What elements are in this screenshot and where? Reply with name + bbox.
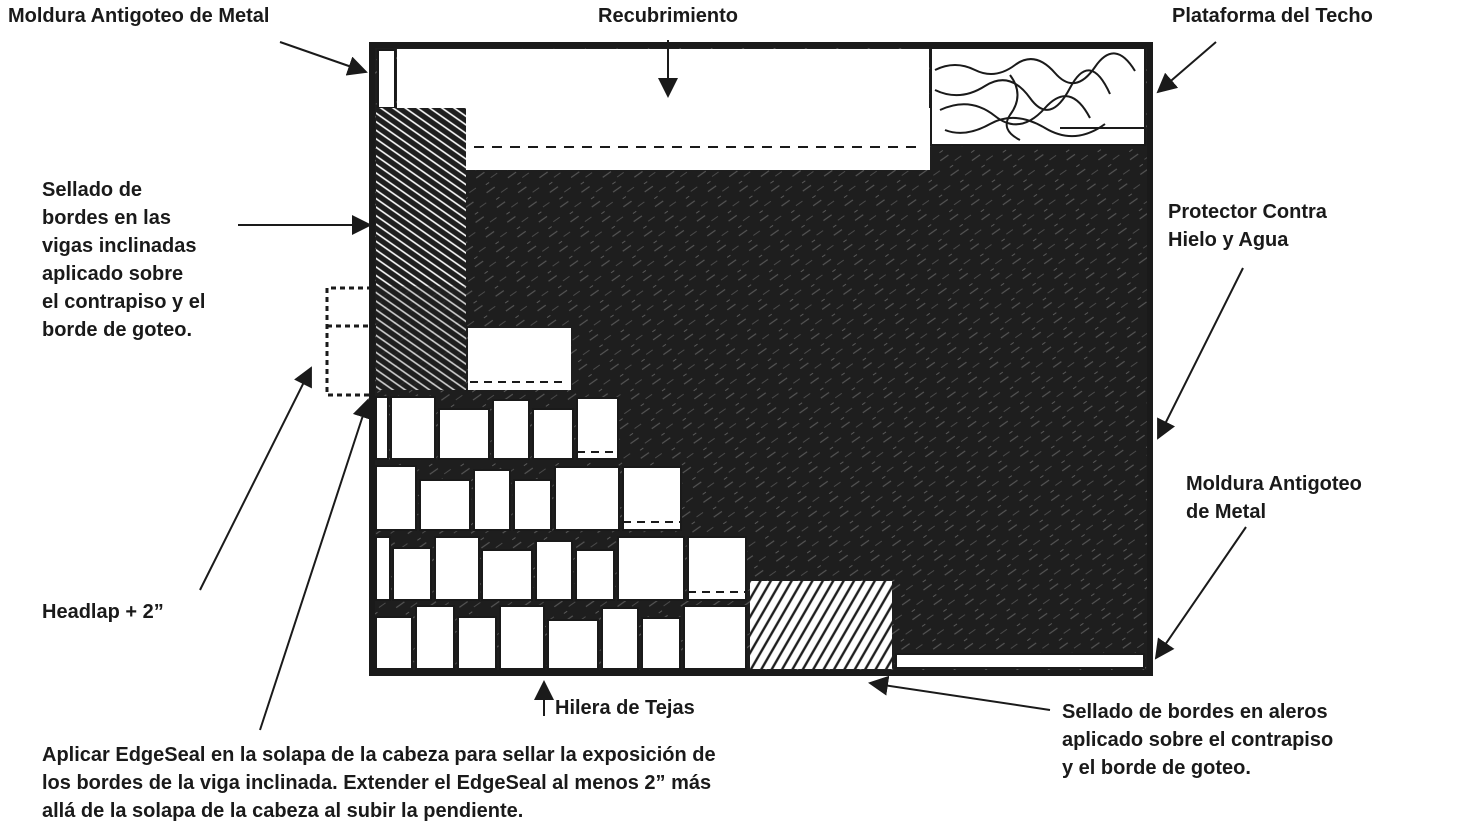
label-rake-seal: Sellado de bordes en las vigas inclinada… xyxy=(42,179,206,341)
arrow-drip-edge-bottom xyxy=(1154,526,1247,660)
label-roof-deck: Plataforma del Techo xyxy=(1172,5,1373,27)
label-drip-edge-top: Moldura Antigoteo de Metal xyxy=(8,5,270,27)
shingle-courses xyxy=(375,396,747,670)
label-drip-edge-bottom: Moldura Antigoteo de Metal xyxy=(1186,473,1362,523)
drip-edge-top-strip xyxy=(377,49,396,109)
arrow-roof-deck xyxy=(1156,41,1217,94)
underlayment-sheet-lower xyxy=(468,108,930,170)
arrow-eave-seal xyxy=(868,675,1051,711)
arrow-instruction xyxy=(259,398,372,731)
label-instruction: Aplicar EdgeSeal en la solapa de la cabe… xyxy=(42,744,716,822)
eave-edge-seal xyxy=(750,581,892,669)
label-shingle-course: Hilera de Tejas xyxy=(555,697,695,719)
arrow-drip-edge-top xyxy=(279,41,368,76)
arrow-headlap xyxy=(199,366,312,591)
rake-edge-seal xyxy=(376,108,466,286)
arrow-ice-water xyxy=(1157,267,1244,440)
label-underlayment: Recubrimiento xyxy=(598,5,739,27)
label-eave-seal: Sellado de bordes en aleros aplicado sob… xyxy=(1062,701,1334,779)
starter-shingle xyxy=(468,328,571,390)
headlap-bracket xyxy=(325,286,372,397)
drip-edge-bottom-strip xyxy=(895,653,1145,669)
label-ice-water: Protector Contra Hielo y Agua xyxy=(1168,201,1327,251)
roof-frame xyxy=(369,42,1153,676)
label-headlap: Headlap + 2” xyxy=(42,601,164,623)
roof-deck-wood xyxy=(930,47,1146,146)
rake-edge-seal-lower xyxy=(376,286,466,390)
